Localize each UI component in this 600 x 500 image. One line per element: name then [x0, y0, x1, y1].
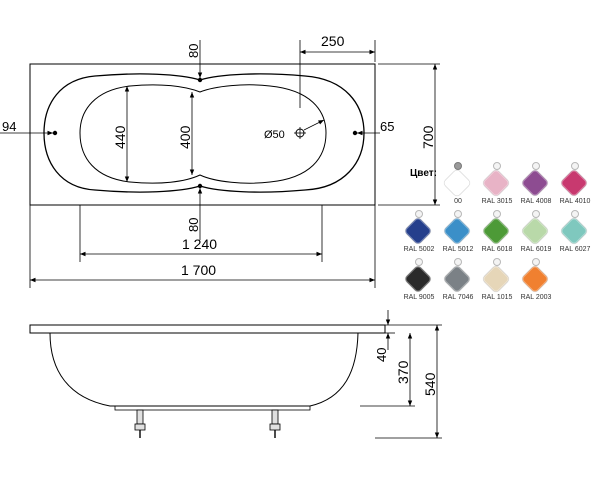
color-swatch-ral-1015[interactable]: RAL 1015 [474, 256, 520, 302]
color-swatch-ral-9005[interactable]: RAL 9005 [396, 256, 442, 302]
color-radio[interactable] [571, 210, 579, 218]
color-label: RAL 4008 [520, 198, 552, 205]
color-chip[interactable] [442, 216, 472, 246]
drain-icon [294, 127, 306, 139]
color-swatch-ral-2003[interactable]: RAL 2003 [513, 256, 559, 302]
dim-rim-bottom-label: 80 [186, 218, 201, 232]
color-radio[interactable] [415, 258, 423, 266]
color-chip[interactable] [403, 216, 433, 246]
color-radio[interactable] [532, 258, 540, 266]
color-radio[interactable] [532, 210, 540, 218]
color-label: RAL 7046 [442, 294, 474, 301]
color-label: RAL 9005 [403, 294, 435, 301]
color-radio[interactable] [454, 210, 462, 218]
palette-title: Цвет: [410, 168, 437, 179]
side-rim [29, 324, 386, 334]
color-swatch-ral-3015[interactable]: RAL 3015 [474, 160, 520, 206]
color-chip[interactable] [481, 216, 511, 246]
dim-rim-top-label: 80 [186, 44, 201, 58]
color-label: RAL 6027 [559, 246, 591, 253]
color-chip[interactable] [520, 264, 550, 294]
side-tub-body [49, 332, 359, 407]
tub-outer-rim [29, 63, 376, 206]
color-swatch-ral-5012[interactable]: RAL 5012 [435, 208, 481, 254]
color-label: RAL 1015 [481, 294, 513, 301]
color-chip[interactable] [520, 216, 550, 246]
dim-rim-right-label: 65 [380, 119, 394, 134]
color-label: RAL 5002 [403, 246, 435, 253]
tub-rim-inner-outline [43, 73, 365, 193]
color-swatch-ral-5002[interactable]: RAL 5002 [396, 208, 442, 254]
dim-side-rim-label: 40 [374, 348, 389, 362]
color-chip[interactable] [442, 264, 472, 294]
color-chip[interactable] [481, 168, 511, 198]
color-radio[interactable] [415, 210, 423, 218]
color-chip[interactable] [559, 168, 589, 198]
color-label: 00 [454, 198, 462, 205]
dim-side-depth-label: 370 [395, 360, 411, 384]
color-label: RAL 2003 [520, 294, 552, 301]
color-swatch-ral-4008[interactable]: RAL 4008 [513, 160, 559, 206]
color-chip[interactable] [559, 216, 589, 246]
color-chip[interactable] [442, 168, 472, 198]
dim-rim-left-label: 94 [2, 119, 16, 134]
color-radio[interactable] [493, 258, 501, 266]
dim-outlet-offset-label: 250 [321, 33, 345, 49]
dim-height-overall-label: 700 [420, 125, 436, 149]
dim-side-total-height-label: 540 [422, 372, 438, 396]
color-swatch-ral-6019[interactable]: RAL 6019 [513, 208, 559, 254]
color-label: RAL 3015 [481, 198, 513, 205]
dim-width-overall-label: 1 700 [181, 262, 216, 278]
color-label: RAL 4010 [559, 198, 591, 205]
rim-marker-bottom [197, 183, 203, 189]
tub-leg-right [269, 409, 281, 438]
dim-basin-inner-label: 400 [177, 125, 193, 149]
dim-inner-width-label: 1 240 [182, 236, 217, 252]
color-swatch-ral-7046[interactable]: RAL 7046 [435, 256, 481, 302]
color-swatch-00[interactable]: 00 [435, 160, 481, 206]
color-radio[interactable] [532, 162, 540, 170]
side-support-frame [114, 405, 311, 411]
rim-marker-top [197, 77, 203, 83]
color-label: RAL 6019 [520, 246, 552, 253]
color-radio[interactable] [493, 210, 501, 218]
color-radio[interactable] [493, 162, 501, 170]
side-view: 40 370 540 [29, 310, 442, 439]
tub-leg-left [134, 409, 146, 438]
color-chip[interactable] [403, 264, 433, 294]
color-radio[interactable] [454, 258, 462, 266]
color-radio[interactable] [571, 162, 579, 170]
color-label: RAL 5012 [442, 246, 474, 253]
color-swatch-ral-6018[interactable]: RAL 6018 [474, 208, 520, 254]
rim-marker-right [352, 130, 358, 136]
color-chip[interactable] [520, 168, 550, 198]
color-label: RAL 6018 [481, 246, 513, 253]
color-swatch-ral-6027[interactable]: RAL 6027 [552, 208, 598, 254]
tub-basin-outline [79, 84, 327, 184]
color-swatch-ral-4010[interactable]: RAL 4010 [552, 160, 598, 206]
dim-basin-width-label: 440 [112, 125, 128, 149]
rim-marker-left [52, 130, 58, 136]
color-radio[interactable] [454, 162, 462, 170]
color-chip[interactable] [481, 264, 511, 294]
top-view: Ø50 80 80 440 400 250 94 65 700 1 240 [0, 33, 440, 288]
dim-drain-label: Ø50 [264, 129, 285, 141]
